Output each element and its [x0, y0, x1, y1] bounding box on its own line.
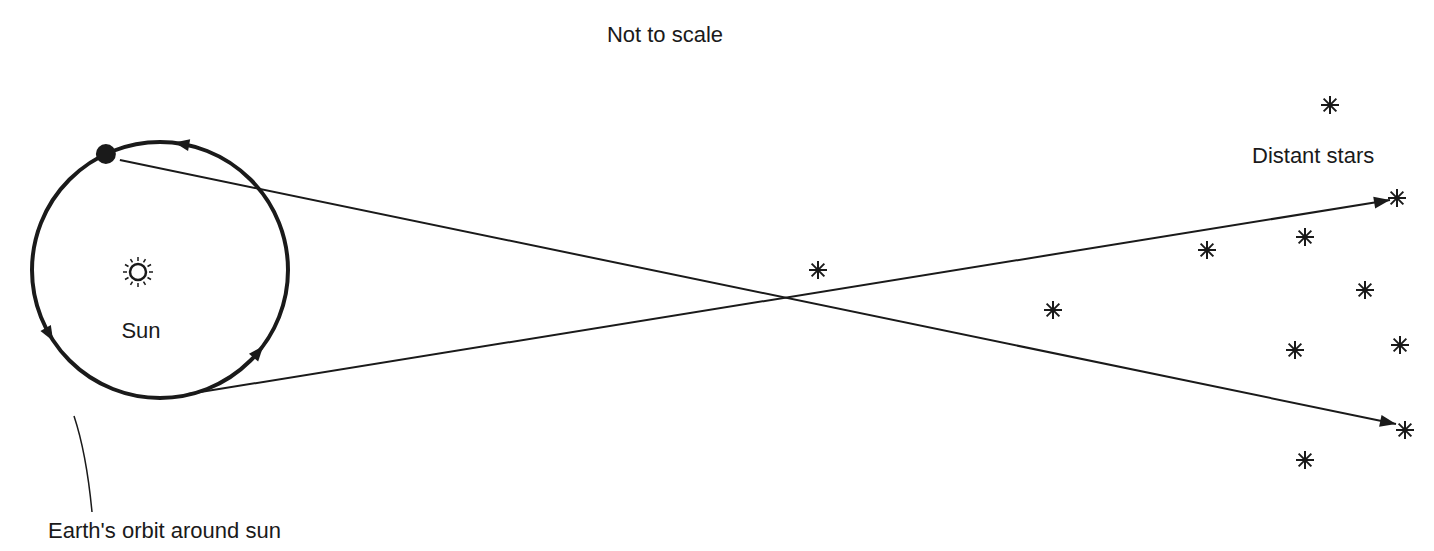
star-symbol: [1388, 189, 1406, 207]
sun-ray: [123, 271, 127, 273]
sight-line: [188, 200, 1390, 394]
orbit-arrowhead: [40, 325, 58, 344]
sight-arrowhead: [1379, 415, 1397, 430]
sun-ray: [149, 271, 153, 273]
stars-label: Distant stars: [1252, 143, 1374, 168]
star-symbol: [1391, 336, 1409, 354]
star-symbol: [1356, 281, 1374, 299]
sun-ray: [144, 282, 146, 285]
orbit-arrowhead: [249, 342, 268, 361]
leader-line: [74, 416, 92, 512]
sun-rays: [123, 257, 153, 287]
star-symbol: [1198, 241, 1216, 259]
sun-ray: [137, 257, 139, 261]
star-symbol: [1296, 451, 1314, 469]
sun-ray: [125, 278, 128, 280]
sun-ray: [148, 265, 151, 267]
star-symbol: [1286, 341, 1304, 359]
star-symbol: [1321, 96, 1339, 114]
sun-ray: [131, 282, 133, 285]
sun-label: Sun: [121, 318, 160, 343]
earth-orbit: [32, 142, 288, 398]
sun-ray: [144, 259, 146, 262]
star-symbol: [1044, 301, 1062, 319]
star-symbol: [809, 261, 827, 279]
sun-ray: [137, 283, 139, 287]
orbit-arrowhead: [173, 137, 190, 151]
star-symbol: [1296, 228, 1314, 246]
star-symbol: [1396, 421, 1414, 439]
sight-arrowhead: [1373, 194, 1391, 208]
orbit-label: Earth's orbit around sun: [48, 518, 281, 543]
sun-symbol: [130, 264, 146, 280]
earth-dot: [96, 144, 116, 164]
sun-ray: [125, 265, 128, 267]
sun-ray: [131, 259, 133, 262]
sun-ray: [148, 278, 151, 280]
note-label: Not to scale: [607, 22, 723, 47]
sight-line: [120, 160, 1396, 424]
